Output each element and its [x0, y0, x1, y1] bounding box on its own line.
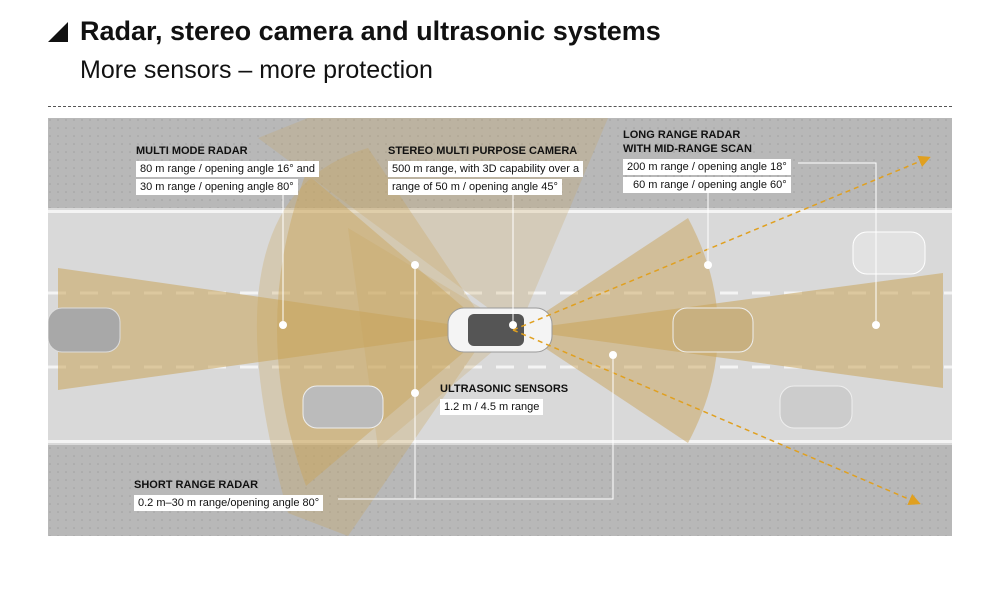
sensor-diagram: MULTI MODE RADAR 80 m range / opening an… [47, 118, 952, 536]
short-range-radar-label: SHORT RANGE RADAR 0.2 m–30 m range/openi… [134, 478, 324, 513]
rear-radar-cone [58, 268, 490, 390]
page-title: Radar, stereo camera and ultrasonic syst… [48, 16, 661, 47]
page-subtitle: More sensors – more protection [80, 56, 433, 84]
long-range-radar-label: LONG RANGE RADAR WITH MID-RANGE SCAN 200… [623, 128, 791, 195]
mid-range-scan-cone [518, 218, 718, 443]
triangle-icon [48, 21, 68, 42]
title-text: Radar, stereo camera and ultrasonic syst… [80, 16, 661, 46]
anchor-dots [279, 261, 880, 397]
ultrasonic-sensors-label: ULTRASONIC SENSORS 1.2 m / 4.5 m range [440, 383, 569, 415]
leader-lines [282, 162, 877, 500]
long-range-arrow-down [512, 329, 921, 505]
multi-mode-radar-cone [348, 228, 518, 448]
long-range-arrow-up [512, 155, 931, 331]
diagram-graphic [47, 118, 952, 536]
stereo-camera-label: STEREO MULTI PURPOSE CAMERA 500 m range,… [388, 144, 584, 197]
multi-mode-radar-label: MULTI MODE RADAR 80 m range / opening an… [136, 144, 320, 197]
divider [48, 106, 952, 107]
cars [47, 231, 926, 429]
